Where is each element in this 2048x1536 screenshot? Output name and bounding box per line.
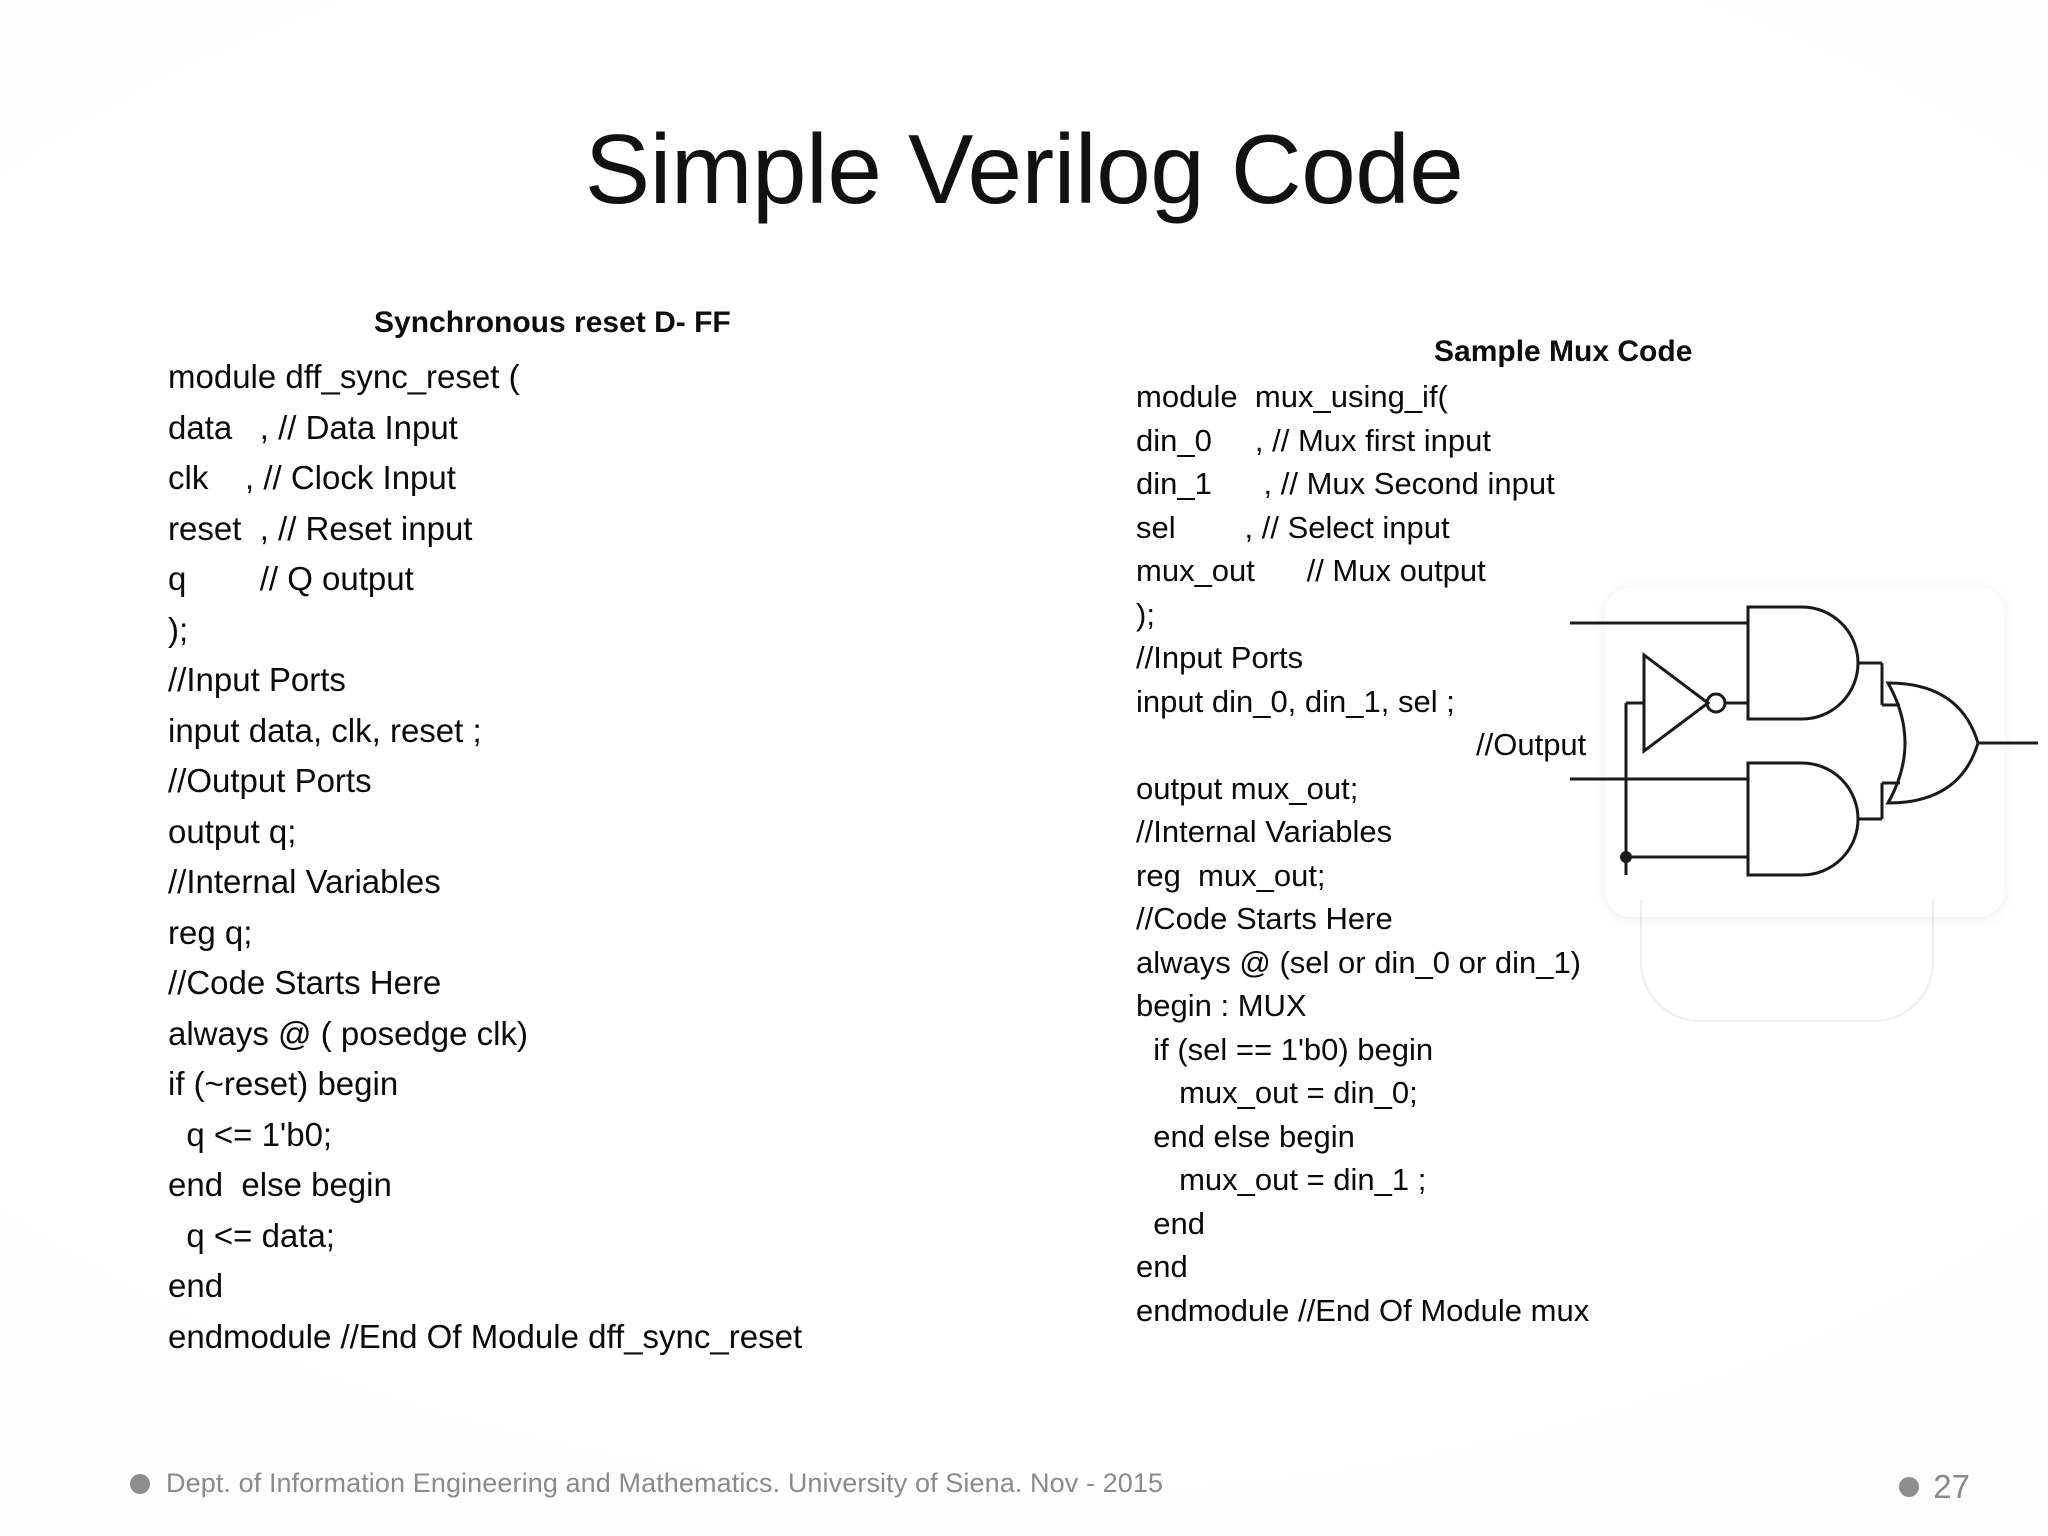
- dff-code-line: end: [168, 1267, 224, 1304]
- mux-code-line: //Output: [1136, 723, 1589, 767]
- mux-code-line: end: [1136, 1205, 1205, 1241]
- inverter-icon: [1642, 652, 1711, 754]
- dff-code-line: output q;: [168, 812, 297, 850]
- dff-sync-reset-code-block: module dff_sync_reset ( data , // Data In…: [168, 352, 802, 1362]
- mux-code-line: mux_out = din_0;: [1136, 1075, 1418, 1110]
- mux-code-line: //Code Starts Here: [1136, 901, 1393, 936]
- dff-code-line: q <= 1'b0;: [168, 1115, 333, 1153]
- mux-code-line: mux_out // Mux output: [1136, 553, 1486, 588]
- dff-code-line: //Internal Variables: [168, 863, 441, 900]
- and-gate-bottom: [1746, 761, 1860, 877]
- circuit-diagram-ghost-shape: [1640, 900, 1934, 1022]
- mux-code-line: always @ (sel or din_0 or din_1): [1136, 944, 1582, 980]
- dff-code-line: input data, clk, reset ;: [168, 711, 482, 749]
- mux-code-line-indented: //Output: [1476, 727, 1587, 762]
- dff-code-line: module dff_sync_reset (: [168, 358, 520, 395]
- dff-code-line: data , // Data Input: [168, 408, 458, 446]
- mux-code-line: mux_out = din_1 ;: [1136, 1162, 1427, 1197]
- mux-code-line: sel , // Select input: [1136, 509, 1450, 545]
- dff-code-line: end else begin: [168, 1166, 392, 1203]
- and-gate-top: [1746, 605, 1860, 721]
- dff-code-line: q // Q output: [168, 560, 414, 597]
- page-bullet-dot-icon: [1899, 1477, 1920, 1497]
- footer-left-group: Dept. of Information Engineering and Mat…: [130, 1468, 1163, 1499]
- dff-code-line: reg q;: [168, 913, 253, 951]
- dff-code-line: reset , // Reset input: [168, 509, 473, 547]
- mux-code-line: output mux_out;: [1136, 770, 1359, 806]
- mux-code-line: din_1 , // Mux Second input: [1136, 466, 1555, 501]
- mux-circuit-diagram: [1570, 605, 2038, 877]
- footer-attribution-text: Dept. of Information Engineering and Mat…: [166, 1468, 1164, 1498]
- dff-code-line: //Code Starts Here: [168, 964, 442, 1001]
- mux-code-line: );: [1136, 596, 1155, 632]
- mux-code-line: //Internal Variables: [1136, 814, 1393, 849]
- mux-code-line: end: [1136, 1249, 1188, 1284]
- dff-code-line: //Output Ports: [168, 762, 372, 799]
- bullet-dot-icon: [130, 1473, 150, 1494]
- mux-code-line: module mux_using_if(: [1136, 379, 1448, 414]
- mux-code-line: endmodule //End Of Module mux: [1136, 1292, 1590, 1328]
- mux-code-line: if (sel == 1'b0) begin: [1136, 1031, 1434, 1067]
- mux-code-line: din_0 , // Mux first input: [1136, 422, 1491, 458]
- dff-code-line: if (~reset) begin: [168, 1065, 399, 1102]
- slide-footer: Dept. of Information Engineering and Mat…: [0, 1446, 2048, 1536]
- mux-code-block: module mux_using_if( din_0 , // Mux first…: [1136, 375, 1589, 1332]
- dff-code-line: q <= data;: [168, 1216, 335, 1254]
- footer-right-group: 27: [1899, 1468, 1970, 1506]
- left-column-heading: Synchronous reset D- FF: [374, 306, 731, 339]
- junction-dot: [1620, 851, 1632, 863]
- circuit-diagram-card: [1605, 587, 2005, 917]
- dff-code-line: endmodule //End Of Module dff_sync_reset: [168, 1317, 803, 1355]
- page-number: 27: [1933, 1468, 1970, 1505]
- right-column-heading: Sample Mux Code: [1434, 335, 1693, 368]
- dff-code-line: clk , // Clock Input: [168, 459, 456, 496]
- mux-code-line: end else begin: [1136, 1118, 1355, 1154]
- or-gate: [1885, 681, 1980, 805]
- mux-code-line: //Input Ports: [1136, 640, 1304, 675]
- mux-code-line: input din_0, din_1, sel ;: [1136, 683, 1455, 719]
- page-title: Simple Verilog Code: [584, 114, 1464, 224]
- mux-code-line: begin : MUX: [1136, 988, 1307, 1023]
- dff-code-line: //Input Ports: [168, 661, 346, 698]
- mux-code-line: reg mux_out;: [1136, 857, 1326, 893]
- dff-code-line: always @ ( posedge clk): [168, 1014, 528, 1052]
- dff-code-line: );: [168, 610, 189, 648]
